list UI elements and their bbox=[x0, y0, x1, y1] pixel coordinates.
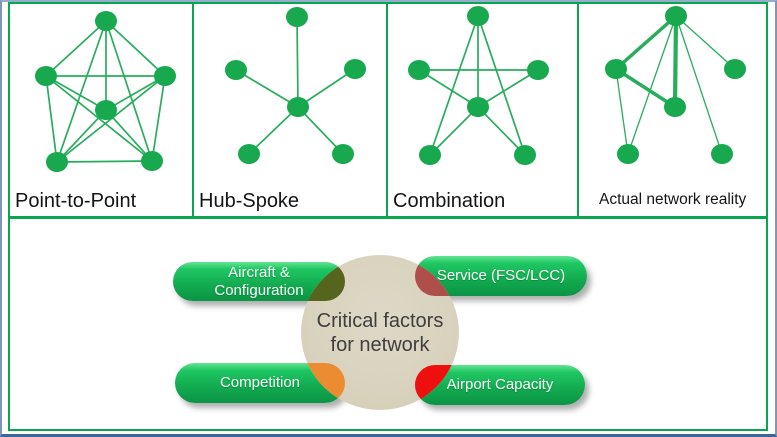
network-node bbox=[711, 144, 733, 164]
network-node bbox=[154, 66, 176, 86]
network-node bbox=[332, 144, 354, 164]
panel-hub-spoke: Hub-Spoke bbox=[192, 2, 388, 218]
network-edge bbox=[105, 75, 166, 111]
network-node bbox=[46, 152, 68, 172]
network-edge bbox=[627, 15, 677, 155]
network-edge bbox=[45, 75, 58, 163]
network-edge bbox=[151, 75, 166, 162]
network-diagram-point-to-point bbox=[35, 11, 176, 172]
network-node bbox=[238, 144, 260, 164]
network-edge bbox=[105, 20, 153, 162]
critical-factors-title: Critical factors for network bbox=[301, 255, 459, 410]
network-edge bbox=[615, 68, 629, 155]
network-edge bbox=[477, 15, 526, 156]
network-edge bbox=[615, 67, 676, 109]
network-edge bbox=[477, 106, 526, 156]
network-edge bbox=[56, 75, 166, 163]
panel-label: Combination bbox=[393, 190, 506, 212]
network-node bbox=[665, 6, 687, 26]
network-edge bbox=[45, 75, 107, 111]
network-node bbox=[141, 151, 163, 171]
panel-combination: Combination bbox=[386, 2, 579, 218]
network-edge bbox=[248, 106, 299, 155]
panel-actual-network-reality: Actual network reality bbox=[577, 2, 768, 218]
network-node bbox=[617, 144, 639, 164]
network-edge bbox=[105, 109, 153, 162]
pill-label-line: Service (FSC/LCC) bbox=[436, 267, 566, 284]
overlap-wedge-service bbox=[415, 256, 459, 296]
network-node bbox=[95, 11, 117, 31]
network-edge bbox=[675, 15, 736, 70]
network-diagram-combination bbox=[408, 6, 549, 165]
network-edge bbox=[477, 69, 539, 108]
network-edge bbox=[297, 68, 356, 108]
network-node bbox=[287, 97, 309, 117]
network-edge bbox=[56, 109, 107, 163]
network-edge bbox=[614, 14, 678, 71]
network-edge bbox=[296, 16, 299, 108]
overlap-wedge-competition bbox=[301, 363, 345, 403]
network-edge bbox=[297, 106, 344, 155]
network-node bbox=[664, 97, 686, 117]
network-edge bbox=[675, 15, 723, 155]
network-edge bbox=[56, 20, 107, 163]
panel-label: Point-to-Point bbox=[15, 190, 137, 212]
network-diagram-actual-reality bbox=[605, 6, 746, 164]
network-edge bbox=[418, 69, 479, 108]
network-node bbox=[35, 66, 57, 86]
panel-point-to-point: Point-to-Point bbox=[8, 2, 194, 218]
network-node bbox=[605, 59, 627, 79]
panel-label: Actual network reality bbox=[599, 191, 747, 208]
pill-label-line: Airport Capacity bbox=[446, 376, 554, 393]
network-node bbox=[514, 145, 536, 165]
network-edge bbox=[429, 15, 479, 156]
critical-factors-circle: Critical factors for network bbox=[301, 255, 459, 410]
title-line-2: for network bbox=[330, 333, 430, 356]
network-node bbox=[724, 59, 746, 79]
network-diagram-hub-spoke bbox=[225, 7, 366, 164]
network-node bbox=[225, 60, 247, 80]
network-edge bbox=[56, 160, 153, 163]
pill-label-line: Competition bbox=[219, 374, 301, 391]
network-node bbox=[467, 97, 489, 117]
pill-label-line: Configuration bbox=[214, 281, 304, 299]
network-node bbox=[467, 6, 489, 26]
network-node bbox=[286, 7, 308, 27]
network-node bbox=[95, 100, 117, 120]
network-edge bbox=[105, 20, 166, 77]
overlap-wedge-aircraft bbox=[301, 262, 345, 301]
network-edge bbox=[429, 106, 479, 156]
network-edge bbox=[45, 20, 107, 77]
network-node bbox=[344, 59, 366, 79]
pill-label-line: Aircraft & bbox=[228, 263, 290, 281]
network-node bbox=[419, 145, 441, 165]
overlap-wedge-airport bbox=[415, 365, 459, 405]
title-line-1: Critical factors bbox=[316, 309, 444, 332]
network-node bbox=[527, 60, 549, 80]
panel-label: Hub-Spoke bbox=[199, 190, 300, 212]
network-edge bbox=[672, 15, 679, 108]
network-edge bbox=[235, 69, 299, 108]
network-node bbox=[408, 60, 430, 80]
